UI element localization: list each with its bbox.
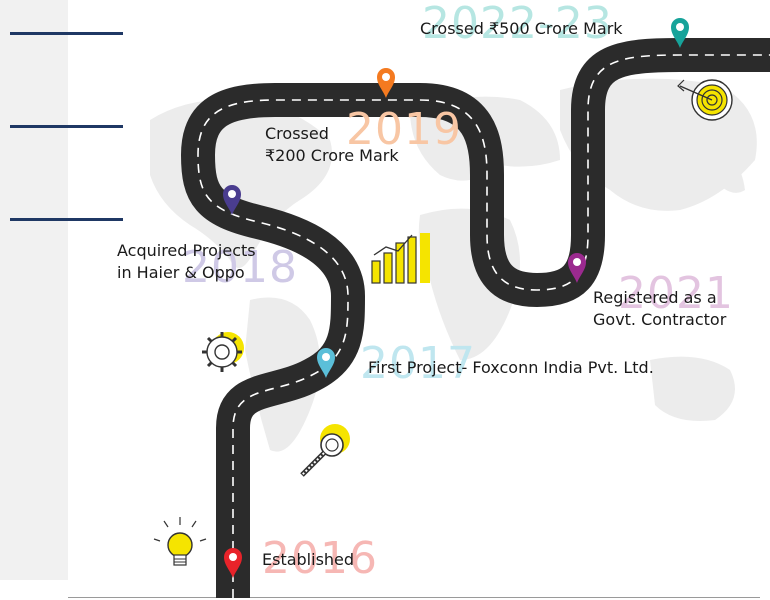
map-pin-2018 (223, 185, 241, 215)
gear-icon (202, 332, 244, 372)
sidebar-bar (10, 218, 123, 221)
milestone-label-line: Crossed ₹500 Crore Mark (420, 19, 623, 38)
map-pin-2017 (317, 348, 335, 378)
milestone-label-line: Acquired Projects (117, 241, 256, 260)
milestone-label: First Project- Foxconn India Pvt. Ltd. (368, 357, 654, 379)
milestone-label: Crossed ₹200 Crore Mark (265, 123, 399, 167)
milestone-label: Registered as a Govt. Contractor (593, 287, 726, 331)
map-pin-2019 (377, 68, 395, 98)
milestone-label: Acquired Projects in Haier & Oppo (117, 240, 256, 284)
map-pin-2022-23 (671, 18, 689, 48)
milestone-label-line: Govt. Contractor (593, 310, 727, 329)
milestone-year: 2016 (262, 533, 378, 584)
milestone-year: 2018 (182, 242, 298, 293)
growth-chart-icon (371, 233, 430, 284)
milestone-label-line: ₹200 Crore Mark (265, 146, 399, 165)
map-pin-2021 (568, 253, 586, 283)
milestone-year: 2022-23 (422, 0, 613, 49)
magnifier-icon (300, 424, 350, 477)
sidebar-bar (10, 125, 123, 128)
milestone-label-line: First Project- Foxconn India Pvt. Ltd. (368, 358, 654, 377)
target-icon (677, 79, 733, 121)
baseline-divider (68, 597, 760, 598)
milestone-year: 2017 (360, 338, 476, 389)
milestone-year: 2019 (346, 104, 462, 155)
milestone-year: 2021 (618, 268, 734, 319)
milestone-label-line: in Haier & Oppo (117, 263, 245, 282)
side-panel (0, 0, 68, 580)
milestone-label-line: Registered as a (593, 288, 717, 307)
milestone-label: Crossed ₹500 Crore Mark (420, 18, 623, 40)
milestone-label-line: Crossed (265, 124, 329, 143)
milestone-label-line: Established (262, 550, 355, 569)
milestone-label: Established (262, 549, 354, 571)
sidebar-bar (10, 32, 123, 35)
lightbulb-icon (153, 517, 207, 566)
map-pin-2016 (224, 548, 242, 578)
